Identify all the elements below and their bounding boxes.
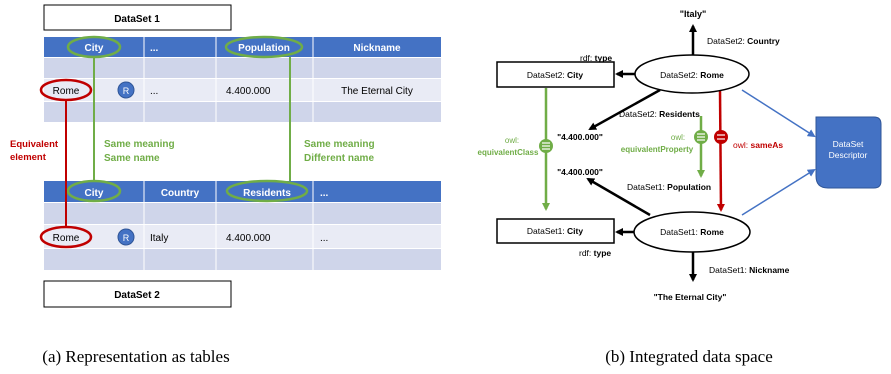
node-ds1-city-label: DataSet1: City <box>527 226 584 236</box>
node-ds1-city <box>496 218 615 244</box>
node-ds2-rome-label: DataSet2: Rome <box>660 70 724 80</box>
table2-cell-country: Italy <box>150 233 168 244</box>
table2-header-country: Country <box>161 188 200 199</box>
edge-same-as <box>716 89 725 212</box>
edge-ds2rome-descriptor <box>741 89 816 138</box>
different-name-label-2: Different name <box>304 153 374 164</box>
label-ds2-country: DataSet2: Country <box>707 36 780 46</box>
table2-header-residents: Residents <box>243 188 291 199</box>
table1-header-city: City <box>85 43 104 54</box>
panel-b: "Italy" DataSet2: Country rdf: type Data… <box>478 9 882 302</box>
label-rdf-type-bottom: rdf: type <box>579 248 611 258</box>
node-dataset-descriptor-label-2: Descriptor <box>829 150 868 160</box>
node-ds2-city-label: DataSet2: City <box>527 70 584 80</box>
table2-cell-ellipsis: ... <box>320 233 328 244</box>
table2-row-3 <box>44 249 441 270</box>
highlight-population <box>224 35 304 59</box>
label-owl-equiv-class-2: equivalentClass <box>478 148 539 157</box>
different-name-label-1: Same meaning <box>304 139 375 150</box>
label-ds2-residents: DataSet2: Residents <box>619 109 700 119</box>
table2-row-2 <box>44 225 441 248</box>
node-ds1-rome-label: DataSet1: Rome <box>660 227 724 237</box>
table1-row-3 <box>44 102 441 122</box>
same-name-label-2: Same name <box>104 153 160 164</box>
table2-cell-city: Rome <box>53 233 80 244</box>
node-ds1-rome <box>633 211 751 253</box>
table2-header-ellipsis: ... <box>320 188 329 199</box>
dataset2-label: DataSet 2 <box>114 290 160 301</box>
label-ds1-nickname: DataSet1: Nickname <box>709 265 790 275</box>
resource-marker-1-label: R <box>123 86 130 96</box>
node-ds2-rome <box>634 54 750 94</box>
equivalent-element-label-1: Equivalent <box>10 139 59 150</box>
node-dataset-descriptor-label-1: DataSet <box>833 139 864 149</box>
table2-row-1 <box>44 203 441 224</box>
table1-cell-nickname: The Eternal City <box>341 86 413 97</box>
dataset2-label-box <box>43 280 232 308</box>
highlight-residents <box>225 179 309 203</box>
edge-ds2rome-residents <box>588 88 661 131</box>
table1-cell-population: 4.400.000 <box>226 86 271 97</box>
caption-a: (a) Representation as tables <box>42 347 229 366</box>
resource-marker-2-label: R <box>123 233 130 243</box>
node-italy: "Italy" <box>680 9 707 19</box>
table1-row-1 <box>44 58 441 78</box>
same-as-marker <box>714 130 728 144</box>
green-correspondences <box>66 35 309 203</box>
node-value-top: "4.400.000" <box>557 132 603 142</box>
table1-header-row <box>44 37 441 57</box>
label-ds1-population: DataSet1: Population <box>627 182 711 192</box>
node-dataset-descriptor <box>815 116 882 189</box>
table2-cell-residents: 4.400.000 <box>226 233 271 244</box>
label-owl-same-as: owl: sameAs <box>733 140 783 150</box>
table-1: City ... Population Nickname Rome R ... … <box>44 37 441 122</box>
label-rdf-type-top: rdf: type <box>580 53 612 63</box>
table1-header-population: Population <box>238 43 290 54</box>
resource-marker-1 <box>117 81 135 99</box>
caption-b: (b) Integrated data space <box>605 347 773 366</box>
node-value-bottom: "4.400.000" <box>557 167 603 177</box>
table2-header-row <box>44 181 441 202</box>
panel-a: DataSet 1 City ... Population Nickname R… <box>10 4 441 308</box>
resource-marker-2 <box>117 228 135 246</box>
table1-header-nickname: Nickname <box>353 43 401 54</box>
table1-cell-ellipsis: ... <box>150 86 158 97</box>
same-name-label-1: Same meaning <box>104 139 175 150</box>
dataset1-label-box <box>43 4 232 31</box>
dataset1-label: DataSet 1 <box>114 14 160 25</box>
table1-cell-city: Rome <box>53 86 80 97</box>
edge-ds1rome-descriptor <box>741 168 816 216</box>
label-owl-equiv-prop-1: owl: <box>671 133 685 142</box>
table2-header-city: City <box>85 188 104 199</box>
table1-row-2 <box>44 79 441 101</box>
node-eternal-city: "The Eternal City" <box>654 292 727 302</box>
edge-ds1rome-population <box>586 177 651 217</box>
red-correspondence <box>39 78 93 249</box>
node-ds2-city <box>496 61 615 88</box>
label-owl-equiv-class-1: owl: <box>505 136 519 145</box>
label-owl-equiv-prop-2: equivalentProperty <box>621 145 694 154</box>
table1-header-ellipsis: ... <box>150 43 159 54</box>
equivalent-element-label-2: element <box>10 152 47 163</box>
table-2: City Country Residents ... Rome R Italy … <box>44 181 441 270</box>
